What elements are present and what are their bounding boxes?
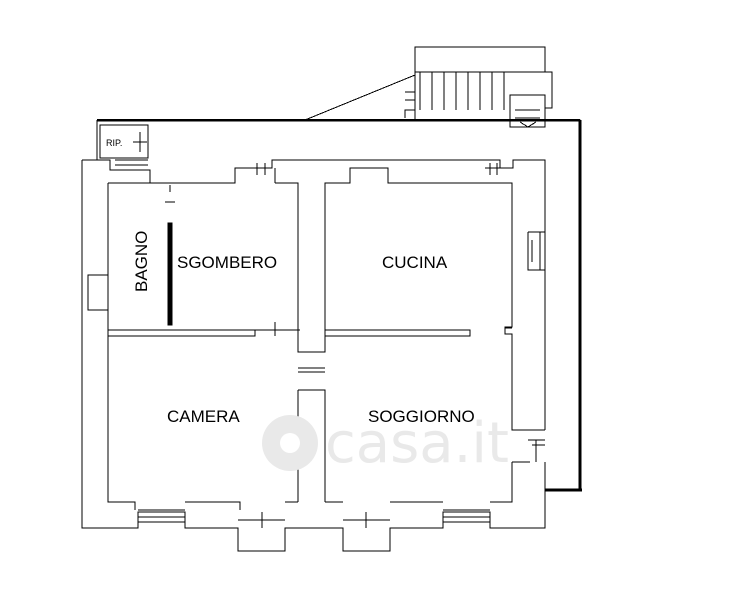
- exterior-wall: [81, 159, 546, 552]
- windows: [115, 159, 546, 528]
- room-label-sgombero: SGOMBERO: [177, 253, 277, 272]
- watermark: casa.it: [262, 411, 509, 476]
- watermark-text: casa.it: [325, 411, 509, 476]
- room-label-camera: CAMERA: [167, 407, 240, 426]
- room-label-cucina: CUCINA: [382, 253, 448, 272]
- bagno-partition: [167, 222, 173, 326]
- room-label-rip: RIP.: [106, 138, 122, 148]
- staircase: [304, 46, 553, 128]
- rip-closet: [99, 124, 149, 159]
- room-label-bagno: BAGNO: [132, 231, 151, 292]
- room-label-soggiorno: SOGGIORNO: [368, 407, 475, 426]
